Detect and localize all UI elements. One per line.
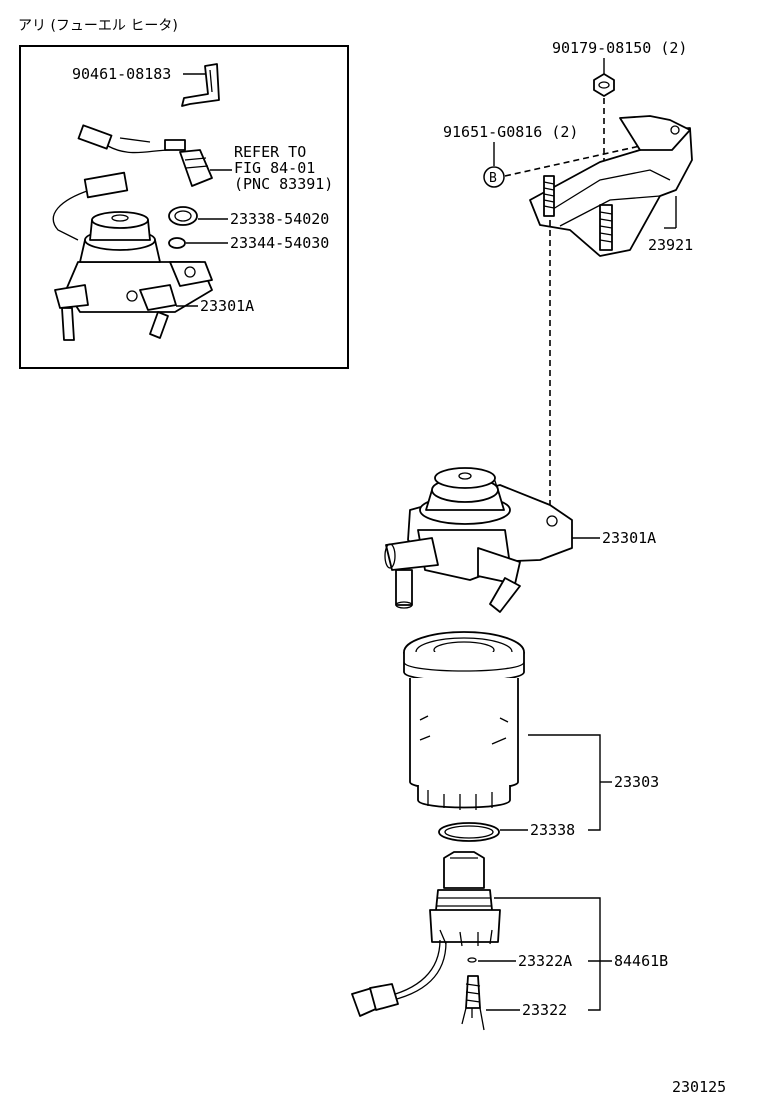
label-inset-gasket[interactable]: 23338-54020 [230,210,329,228]
inset-gasket-drawing [168,206,198,226]
label-inset-oring[interactable]: 23344-54030 [230,234,329,252]
label-set[interactable]: 84461B [614,952,668,970]
label-gasket[interactable]: 23338 [530,821,575,839]
label-inset-bracket[interactable]: 90461-08183 [72,65,171,83]
figure-number: 230125 [672,1078,726,1096]
inset-oring-drawing [168,237,186,249]
inset-panel: 90461-08183 REFER TO FIG 84-01 (PNC 8339… [19,45,349,369]
label-refer-line3[interactable]: (PNC 83391) [234,175,333,193]
label-switch[interactable]: 23322 [522,1001,567,1019]
label-refer-line2[interactable]: FIG 84-01 [234,159,315,177]
stud-marker-letter: B [489,171,497,186]
label-nut[interactable]: 90179-08150 (2) [552,39,687,57]
bracket-drawing [529,115,693,257]
label-filter-element[interactable]: 23303 [614,773,659,791]
label-inset-filter-head[interactable]: 23301A [200,297,254,315]
filter-head-drawing [384,467,573,613]
diagram-title: アリ (フューエル ヒータ) [18,18,178,34]
label-bracket[interactable]: 23921 [648,236,693,254]
label-oring[interactable]: 23322A [518,952,572,970]
filter-element-drawing [403,631,525,810]
label-stud[interactable]: 91651-G0816 (2) [443,123,578,141]
label-filter-head[interactable]: 23301A [602,529,656,547]
stud-callout-marker [483,166,505,188]
inset-filter-head-drawing [52,171,213,341]
inset-bracket-drawing [181,63,220,107]
water-sensor-drawing [351,851,501,1031]
nut-drawing [593,73,615,97]
inset-frame [19,45,349,369]
label-refer-line1[interactable]: REFER TO [234,143,306,161]
inset-sensor-drawing [77,124,213,187]
